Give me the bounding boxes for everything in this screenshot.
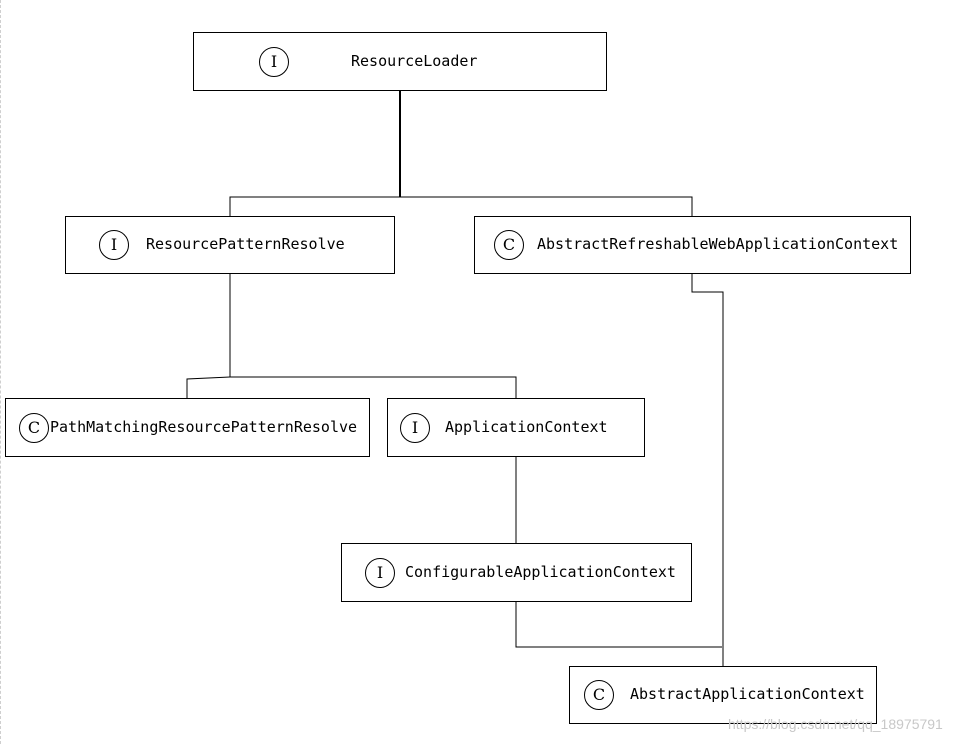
- watermark: https://blog.csdn.net/qq_18975791: [728, 716, 943, 732]
- node-configurable-application-context[interactable]: I ConfigurableApplicationContext: [341, 543, 692, 602]
- edge-configurable-to-abstractapplicationcontext: [515, 601, 722, 648]
- class-badge-icon: C: [19, 413, 49, 443]
- node-label: AbstractApplicationContext: [630, 685, 865, 703]
- interface-badge-icon: I: [99, 230, 129, 260]
- class-badge-icon: C: [584, 680, 614, 710]
- node-resource-pattern-resolve[interactable]: I ResourcePatternResolve: [65, 216, 395, 274]
- node-application-context[interactable]: I ApplicationContext: [387, 398, 645, 457]
- node-label: AbstractRefreshableWebApplicationContext: [537, 235, 899, 253]
- left-guide-line: [0, 0, 1, 744]
- interface-badge-icon: I: [365, 558, 395, 588]
- edge-abstractrefreshable-to-abstractapplicationcontext: [691, 273, 724, 666]
- node-label: PathMatchingResourcePatternResolve: [50, 418, 358, 436]
- node-abstract-application-context[interactable]: C AbstractApplicationContext: [569, 666, 877, 724]
- edge-resourceloader-to-resourcepatternresolve: [229, 196, 400, 216]
- edge-resourcepatternresolve-to-applicationcontext: [230, 376, 517, 398]
- node-label: ApplicationContext: [445, 418, 608, 436]
- node-label: ResourceLoader: [351, 52, 478, 70]
- class-badge-icon: C: [494, 230, 524, 260]
- node-label: ResourcePatternResolve: [146, 235, 345, 253]
- node-resource-loader[interactable]: I ResourceLoader: [193, 32, 607, 91]
- interface-badge-icon: I: [259, 47, 289, 77]
- node-abstract-refreshable-web-app-context[interactable]: C AbstractRefreshableWebApplicationConte…: [474, 216, 911, 274]
- node-label: ConfigurableApplicationContext: [405, 563, 676, 581]
- edge-resourceloader-to-abstractrefreshable: [400, 196, 693, 216]
- interface-badge-icon: I: [400, 413, 430, 443]
- node-path-matching-resource-pattern-resolve[interactable]: C PathMatchingResourcePatternResolve: [5, 398, 370, 457]
- edge-resourcepatternresolve-to-pathmatching: [186, 376, 231, 398]
